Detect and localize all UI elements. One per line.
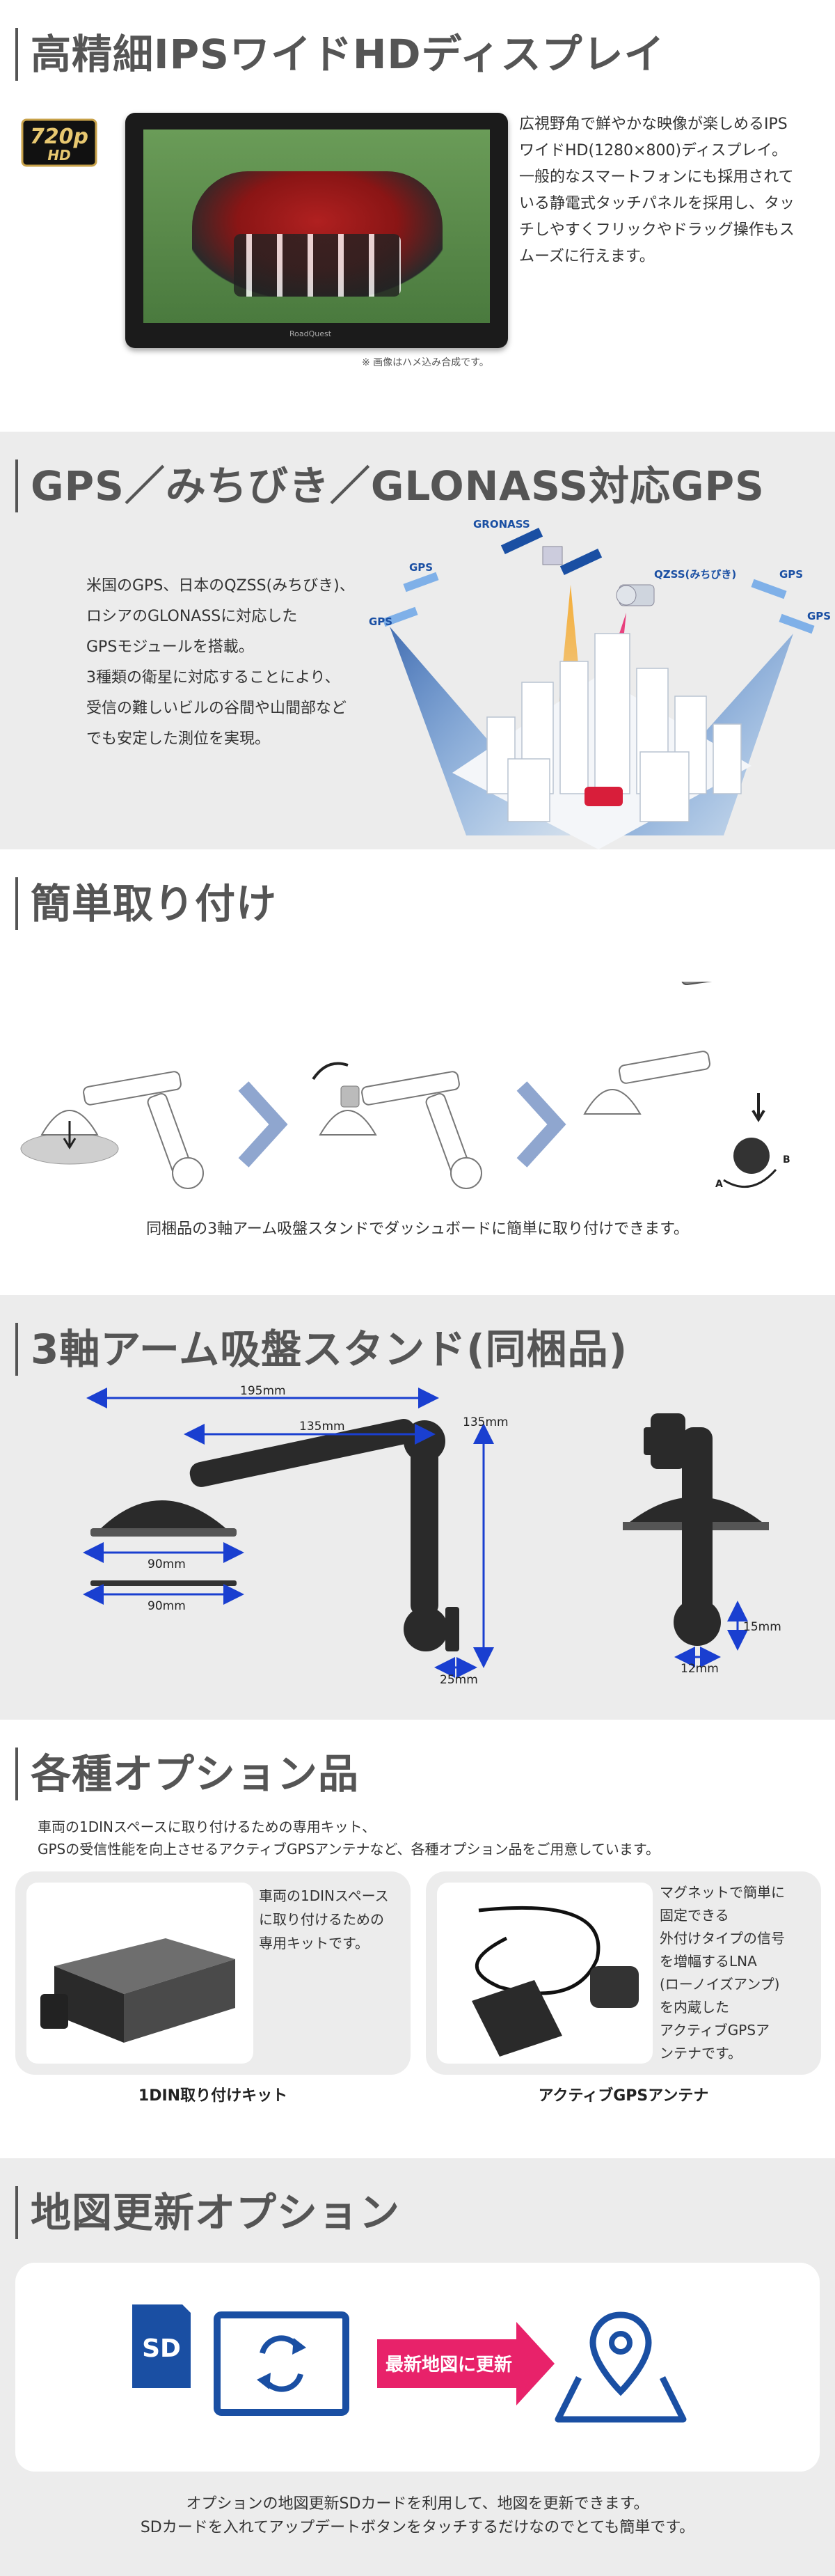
- step-chevron-2: [516, 1081, 566, 1168]
- install-caption: 同梱品の3軸アーム吸盤スタンドでダッシュボードに簡単に取り付けできます。: [146, 1220, 689, 1238]
- gps-title: GPS／みちびき／GLONASS対応GPS: [15, 460, 765, 512]
- mapupdate-section: 地図更新オプション SD 最新地図に更新: [0, 2158, 835, 2576]
- label-a: A: [715, 1179, 723, 1190]
- update-screen-icon: [214, 2311, 349, 2416]
- kit-name: 1DIN取り付けキット: [138, 2087, 288, 2105]
- install-section: 簡単取り付け A B: [0, 849, 835, 1295]
- stand-section: 3軸アーム吸盤スタンド(同梱品) 195mm 135mm 135mm 90mm …: [0, 1295, 835, 1720]
- kit-description: 車両の1DINスペース に取り付けるための 専用キットです。: [259, 1887, 389, 1951]
- hd-badge-bottom: HD: [47, 147, 70, 164]
- sd-card-icon: SD: [132, 2304, 191, 2388]
- map-pin-icon: [555, 2311, 687, 2423]
- mapupdate-card: SD 最新地図に更新: [15, 2263, 820, 2472]
- dim-195: 195mm: [240, 1385, 286, 1398]
- gps-description: 米国のGPS、日本のQZSS(みちびき)、 ロシアのGLONASSに対応した G…: [86, 577, 355, 748]
- stand-dimension-diagram: 195mm 135mm 135mm 90mm 90mm 25mm 15mm 12…: [83, 1385, 781, 1687]
- dim-25: 25mm: [440, 1673, 478, 1687]
- options-intro: 車両の1DINスペースに取り付けるための専用キット、 GPSの受信性能を向上させ…: [38, 1819, 660, 1858]
- stand-front-view: [623, 1413, 769, 1646]
- label-gps-4: GPS: [807, 610, 831, 622]
- mapupdate-title: 地図更新オプション: [15, 2186, 400, 2239]
- label-glonass: GRONASS: [473, 518, 530, 531]
- hd-badge-top: 720p: [30, 125, 88, 149]
- label-qzss: QZSS(みちびき): [654, 568, 736, 581]
- display-note: ※ 画像はハメ込み合成です。: [362, 357, 489, 368]
- install-steps-illustration: A B: [20, 982, 801, 1190]
- display-description: 広視野角で鮮やかな映像が楽しめるIPS ワイドHD(1280×800)ディスプレ…: [519, 116, 795, 265]
- antenna-image: [437, 1883, 653, 2064]
- display-title: 高精細IPSワイドHDディスプレイ: [15, 28, 665, 81]
- step3-mount: A B: [583, 982, 801, 1190]
- dim-90-a: 90mm: [148, 1557, 186, 1571]
- label-gps-1: GPS: [409, 561, 433, 574]
- glonass-satellite-icon: [500, 527, 603, 576]
- step1-mount: [20, 1071, 204, 1189]
- gps-section: GPS／みちびき／GLONASS対応GPS 米国のGPS、日本のQZSS(みちび…: [0, 432, 835, 849]
- mapupdate-caption: オプションの地図更新SDカードを利用して、地図を更新できます。 SDカードを入れ…: [140, 2495, 695, 2536]
- dim-135-vertical: 135mm: [463, 1415, 509, 1429]
- antenna-description: マグネットで簡単に 固定できる 外付けタイプの信号 を増幅するLNA (ローノイ…: [660, 1884, 785, 2061]
- hd-badge: 720p HD: [21, 118, 97, 167]
- update-arrow-label: 最新地図に更新: [385, 2354, 512, 2375]
- display-section: 高精細IPSワイドHDディスプレイ 720p HD RoadQuest ※ 画像…: [0, 0, 835, 432]
- label-gps-3: GPS: [779, 568, 803, 581]
- dim-15: 15mm: [743, 1620, 781, 1634]
- display-screen-image: [143, 129, 490, 323]
- sd-label: SD: [142, 2334, 181, 2363]
- gps-satellite-icon: [382, 572, 815, 634]
- dim-90-b: 90mm: [148, 1599, 186, 1613]
- install-title: 簡単取り付け: [15, 877, 277, 930]
- kit-image: [26, 1883, 253, 2064]
- step-chevron-1: [238, 1081, 288, 1168]
- label-gps-2: GPS: [369, 615, 392, 628]
- options-title: 各種オプション品: [15, 1748, 359, 1800]
- label-b: B: [783, 1154, 790, 1165]
- dim-12: 12mm: [681, 1662, 719, 1676]
- display-device: RoadQuest: [125, 113, 508, 348]
- dim-135-horizontal: 135mm: [299, 1420, 345, 1434]
- qzss-satellite-icon: [616, 584, 655, 606]
- option-antenna-card[interactable]: マグネットで簡単に 固定できる 外付けタイプの信号 を増幅するLNA (ローノイ…: [426, 1871, 821, 2075]
- stand-title: 3軸アーム吸盤スタンド(同梱品): [15, 1323, 628, 1376]
- step2-mount: [312, 1062, 482, 1189]
- update-arrow: 最新地図に更新: [377, 2322, 555, 2405]
- display-brand: RoadQuest: [289, 329, 332, 338]
- stand-side-view: [90, 1419, 459, 1651]
- gps-city-illustration: GRONASS QZSS(みちびき) GPS GPS GPS GPS: [369, 518, 831, 849]
- antenna-name: アクティブGPSアンテナ: [538, 2087, 709, 2105]
- option-kit-card[interactable]: 車両の1DINスペース に取り付けるための 専用キットです。: [15, 1871, 411, 2075]
- options-section: 各種オプション品 車両の1DINスペースに取り付けるための専用キット、 GPSの…: [0, 1720, 835, 2158]
